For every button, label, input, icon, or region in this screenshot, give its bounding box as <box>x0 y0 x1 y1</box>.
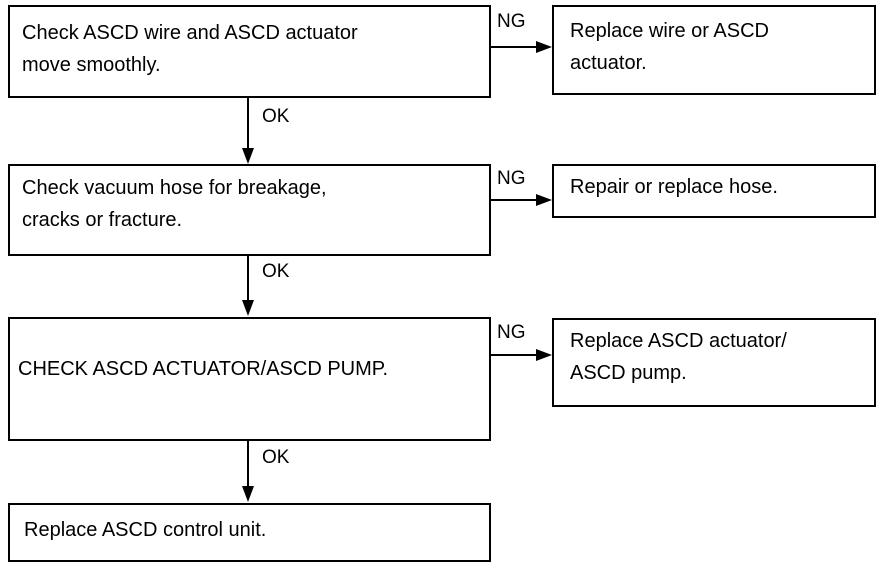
check-text-3: CHECK ASCD ACTUATOR/ASCD PUMP. <box>18 358 389 380</box>
ok-label-1: OK <box>262 106 290 127</box>
check-text-2: Check vacuum hose for breakage, cracks o… <box>22 177 327 231</box>
ng-label-1: NG <box>497 11 526 32</box>
check-text-1: Check ASCD wire and ASCD actuator move s… <box>22 22 358 76</box>
action-box-2 <box>552 164 876 218</box>
ng-arrow-2 <box>490 194 552 206</box>
action-box-3 <box>552 318 876 407</box>
ok-arrow-2 <box>242 255 254 316</box>
check-box-1 <box>8 5 491 98</box>
ng-arrow-1 <box>490 41 552 53</box>
action-text-3: Replace ASCD actuator/ ASCD pump. <box>570 330 787 384</box>
check-box-2 <box>8 164 491 256</box>
ng-label-3: NG <box>497 322 526 343</box>
ng-label-2: NG <box>497 168 526 189</box>
ok-label-2: OK <box>262 261 290 282</box>
check-box-3 <box>8 317 491 441</box>
ok-arrow-1 <box>242 97 254 164</box>
ok-label-3: OK <box>262 447 290 468</box>
ng-arrow-3 <box>490 349 552 361</box>
action-text-1: Replace wire or ASCD actuator. <box>570 20 769 74</box>
action-box-1 <box>552 5 876 95</box>
final-box <box>8 503 491 562</box>
ok-arrow-3 <box>242 440 254 502</box>
final-text: Replace ASCD control unit. <box>24 519 267 541</box>
action-text-2: Repair or replace hose. <box>570 176 778 198</box>
